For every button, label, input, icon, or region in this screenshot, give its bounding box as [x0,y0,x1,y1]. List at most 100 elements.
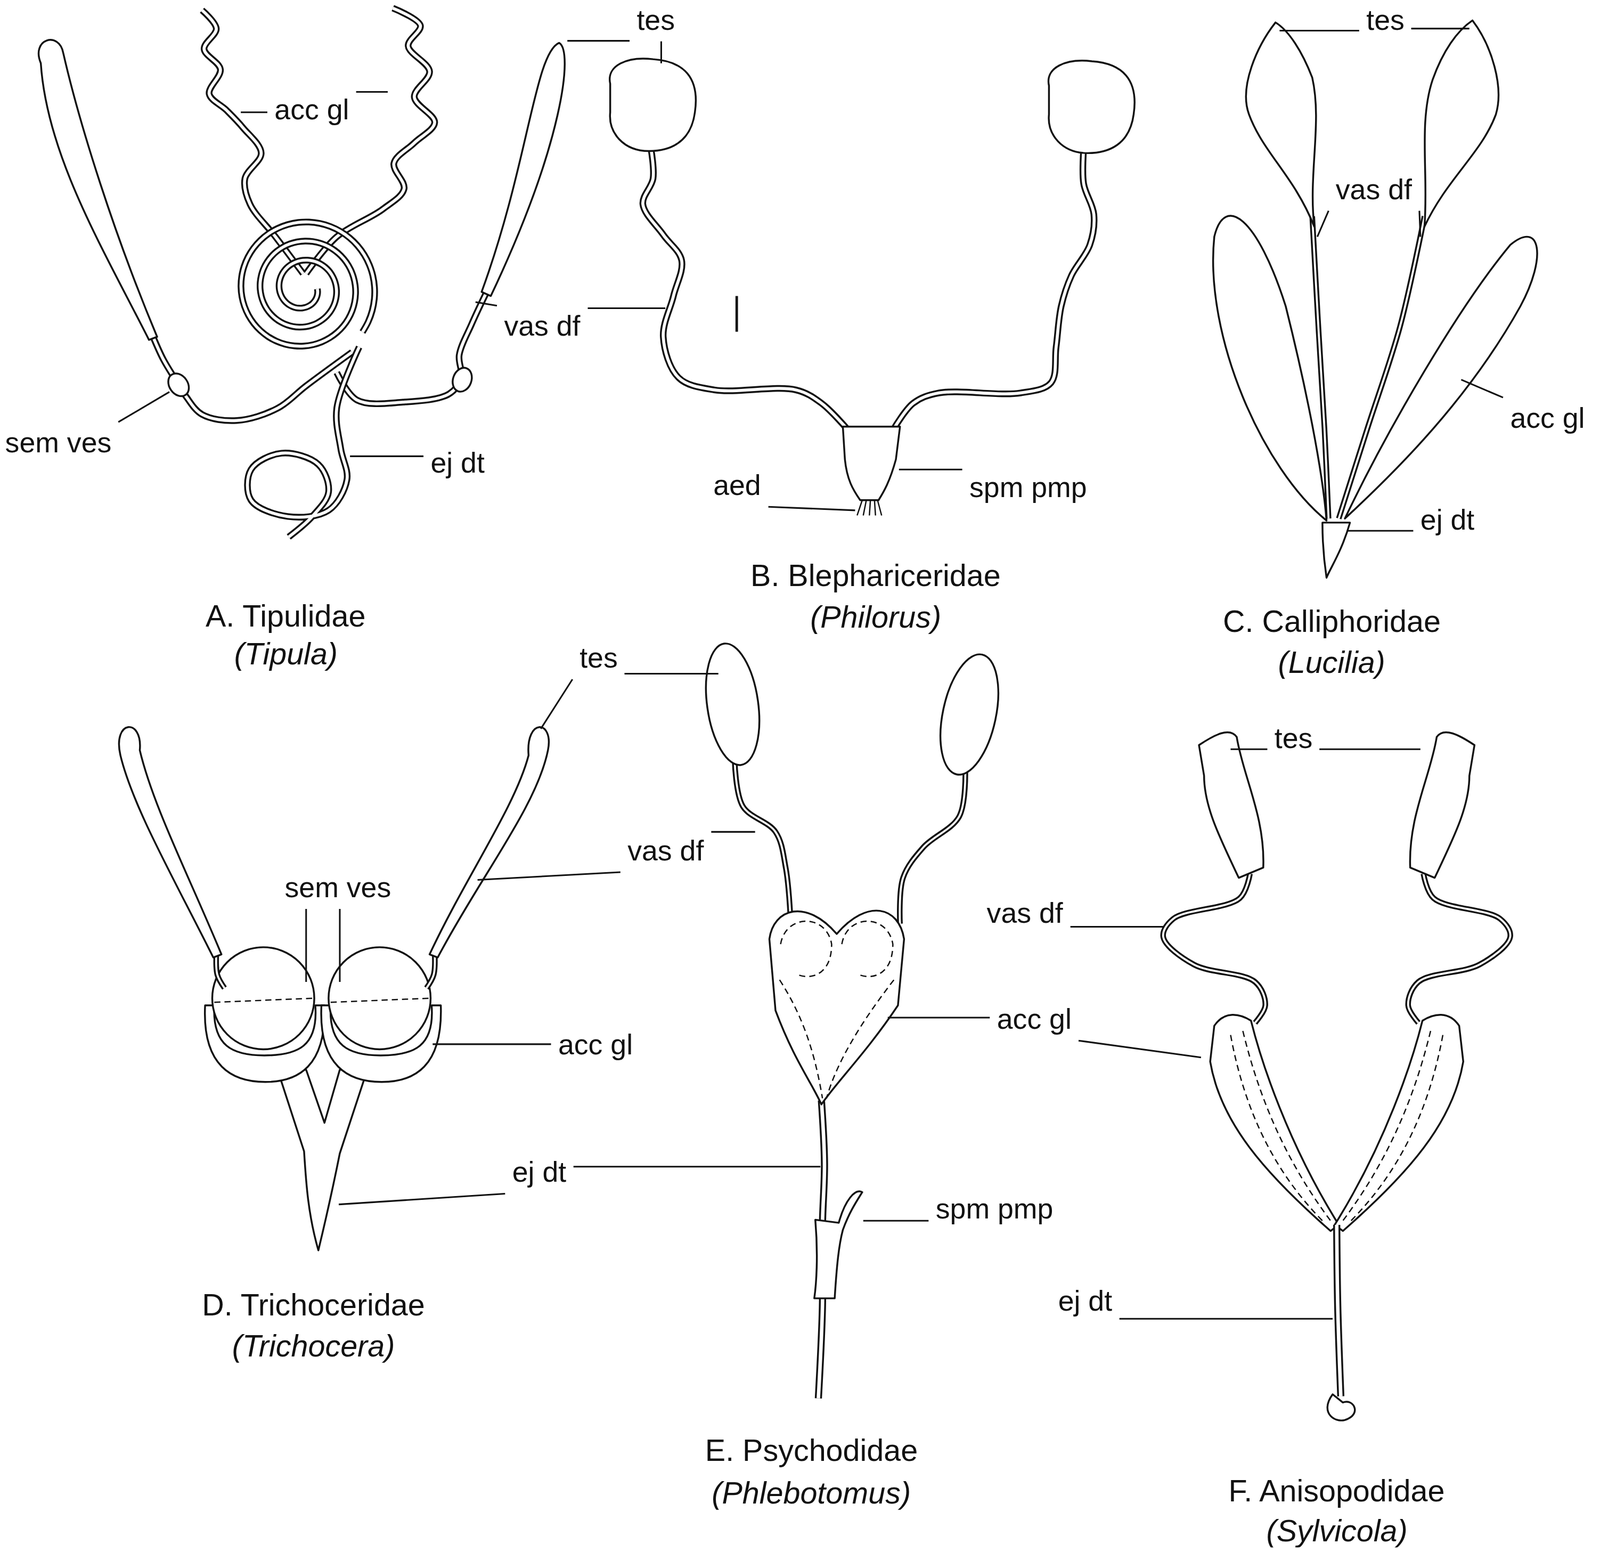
vesicle-boundary [214,998,313,1003]
ejaculatory-duct [1336,1224,1342,1397]
accessory-gland-lumen [201,10,304,274]
accessory-gland [1213,215,1327,521]
part-label: tes [1272,722,1315,755]
testis [1409,731,1475,878]
aedeagus [869,500,871,516]
vas-deferens-lumen [734,760,791,924]
panel-caption: D. Trichoceridae [199,1287,427,1321]
leader-line [1279,29,1359,32]
gland-lumen [826,979,894,1098]
leader-lines [118,28,1504,1319]
panel-caption: (Lucilia) [1276,644,1388,679]
vesicle-boundary [330,998,429,1003]
part-label: vas df [502,310,583,342]
testis [1424,20,1499,227]
ejaculatory-duct-tip [1327,1393,1355,1420]
leader-line [240,111,268,113]
part-label: vas df [1333,174,1415,206]
part-label: tes [1364,4,1407,37]
ejaculatory-duct [1322,522,1351,578]
vas-deferens-lumen [426,952,436,988]
leader-line [624,672,718,675]
part-label: spm pmp [967,471,1089,504]
part-label: vas df [625,835,706,867]
panel-d [118,727,549,1251]
seminal-vesicle [449,364,476,395]
part-label: ej dt [1418,504,1477,536]
gland-lumen [1230,1034,1325,1223]
leader-line [475,301,497,306]
leader-line [1070,925,1164,928]
vas-deferens-lumen [642,149,847,429]
panel-caption: (Phlebotomus) [709,1474,913,1509]
panel-caption: B. Blephariceridae [748,557,1003,592]
leader-line [540,679,573,729]
vas-deferens [734,760,791,924]
testis [609,58,697,152]
scale-bar [735,296,739,332]
vas-deferens [642,149,847,429]
part-label: sem ves [282,871,394,904]
left-half [1163,731,1340,1231]
ejaculatory-duct [277,1069,368,1251]
gland-lobe [842,920,894,977]
part-label: tes [634,4,677,37]
gland-lumen [1242,1030,1331,1221]
accessory-gland [1344,236,1538,519]
leader-line [1460,379,1504,398]
vas-deferens [893,149,1095,429]
seminal-vesicle [164,369,194,400]
part-label: sem ves [3,427,114,459]
leader-line [118,392,170,423]
leader-line [432,1042,551,1045]
leader-line [567,39,630,42]
ejaculatory-duct-lumen [247,346,360,537]
panel-caption: C. Calliphoridae [1220,603,1443,638]
vas-deferens-lumen [1408,873,1511,1023]
accessory-gland-lumen [306,7,435,274]
vas-deferens [1408,873,1511,1023]
leader-line [588,307,666,309]
vas-deferens-lumen [893,149,1095,429]
panel-f [1163,731,1511,1420]
vas-deferens [152,336,353,421]
leader-line [338,1193,505,1205]
panel-e [698,639,1009,1398]
leader-line [1419,210,1421,238]
testis [429,727,550,958]
aedeagus [877,500,883,516]
part-label: aed [711,469,763,502]
part-label: acc gl [1508,402,1588,435]
panel-caption: F. Anisopodidae [1226,1472,1448,1507]
aedeagus [874,500,876,516]
testis [118,727,222,958]
vas-deferens [1339,216,1425,519]
part-label: ej dt [1056,1285,1115,1317]
aedeagus [856,500,863,516]
leader-line [573,1165,821,1167]
gland-lumen [1349,1034,1443,1223]
part-label: acc gl [556,1029,635,1061]
leader-line [338,908,341,982]
ejaculatory-duct-lumen [1336,1224,1342,1397]
accessory-gland [201,10,304,274]
leader-line [1230,748,1268,750]
accessory-gland-coil-lumen [240,222,375,347]
sperm-pump [842,426,900,501]
ejaculatory-duct [247,346,360,537]
vas-deferens [426,952,436,988]
leader-line [1411,27,1470,30]
gland-lumen [779,979,823,1098]
panel-caption: A. Tipulidae [203,598,368,633]
accessory-gland [1334,1014,1464,1231]
testis [1245,22,1316,227]
organ-drawings [38,7,1538,1420]
accessory-gland-coil [240,222,375,347]
vas-deferens [1163,873,1266,1023]
seminal-vesicle [328,947,431,1050]
vas-deferens [899,770,966,924]
leader-line [768,506,856,511]
part-label: tes [577,642,620,674]
testis [38,39,158,340]
panel-b [609,58,1135,516]
